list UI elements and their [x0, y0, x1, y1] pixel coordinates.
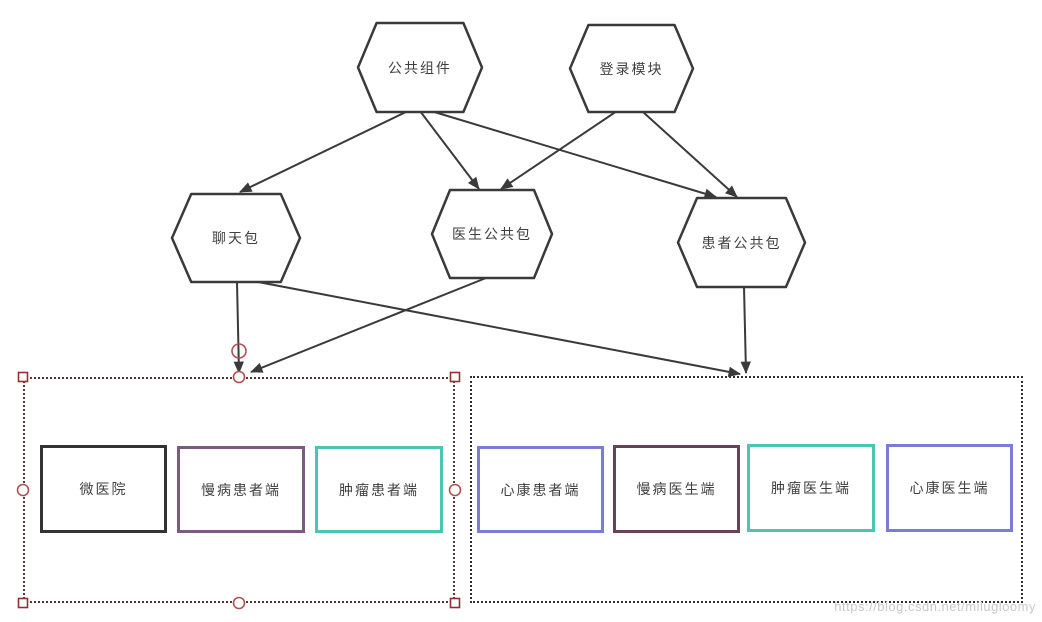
edge-login-module-to-patient-common-package[interactable]	[642, 111, 738, 198]
node-label-patient-common-package[interactable]: 患者公共包	[701, 234, 782, 251]
resize-handle-corner[interactable]	[17, 597, 29, 609]
node-patient-common-package[interactable]	[676, 196, 807, 289]
node-label-public-components[interactable]: 公共组件	[388, 59, 452, 76]
node-label-chat-package[interactable]: 聊天包	[212, 230, 260, 246]
box-chronic-disease-patient[interactable]: 慢病患者端	[177, 446, 305, 533]
resize-handle-mid[interactable]	[16, 483, 30, 497]
edge-chat-package-to-patient-apps-group[interactable]	[233, 281, 244, 374]
box-label: 心康医生端	[909, 480, 990, 496]
box-xinkang-doctor[interactable]: 心康医生端	[886, 444, 1013, 532]
edge-doctor-common-package-to-patient-apps-group[interactable]	[250, 277, 487, 373]
box-label: 慢病医生端	[636, 481, 717, 497]
node-label-login-module[interactable]: 登录模块	[599, 60, 664, 77]
resize-handle-mid[interactable]	[448, 483, 462, 497]
box-xinkang-patient[interactable]: 心康患者端	[477, 446, 604, 533]
resize-handle-mid[interactable]	[232, 370, 246, 384]
edge-public-components-to-patient-common-package[interactable]	[430, 110, 717, 199]
box-micro-hospital[interactable]: 微医院	[40, 445, 167, 533]
box-label: 心康患者端	[500, 481, 581, 498]
node-login-module[interactable]	[568, 23, 695, 114]
watermark: https://blog.csdn.net/milugloomy	[834, 599, 1036, 614]
box-label: 肿瘤医生端	[771, 480, 851, 496]
resize-handle-corner[interactable]	[449, 371, 461, 383]
box-label: 肿瘤患者端	[339, 481, 419, 498]
edge-chat-package-to-doctor-apps-group[interactable]	[252, 280, 741, 377]
resize-handle-corner[interactable]	[17, 371, 29, 383]
edge-public-components-to-doctor-common-package[interactable]	[419, 110, 480, 190]
node-doctor-common-package[interactable]	[430, 188, 554, 280]
resize-handle-corner[interactable]	[449, 597, 461, 609]
box-tumor-doctor[interactable]: 肿瘤医生端	[747, 444, 875, 532]
edge-login-module-to-doctor-common-package[interactable]	[500, 110, 618, 190]
connector-endpoint-ring[interactable]	[231, 343, 247, 359]
edge-patient-common-package-to-doctor-apps-group[interactable]	[740, 286, 751, 374]
node-chat-package[interactable]	[170, 192, 302, 284]
box-label: 微医院	[79, 481, 128, 497]
node-public-components[interactable]	[356, 21, 484, 114]
box-label: 慢病患者端	[201, 481, 281, 498]
edge-public-components-to-chat-package[interactable]	[239, 110, 409, 193]
resize-handle-mid[interactable]	[232, 596, 246, 610]
box-tumor-patient[interactable]: 肿瘤患者端	[315, 446, 443, 533]
box-chronic-disease-doctor[interactable]: 慢病医生端	[613, 445, 740, 533]
node-label-doctor-common-package[interactable]: 医生公共包	[452, 226, 532, 242]
